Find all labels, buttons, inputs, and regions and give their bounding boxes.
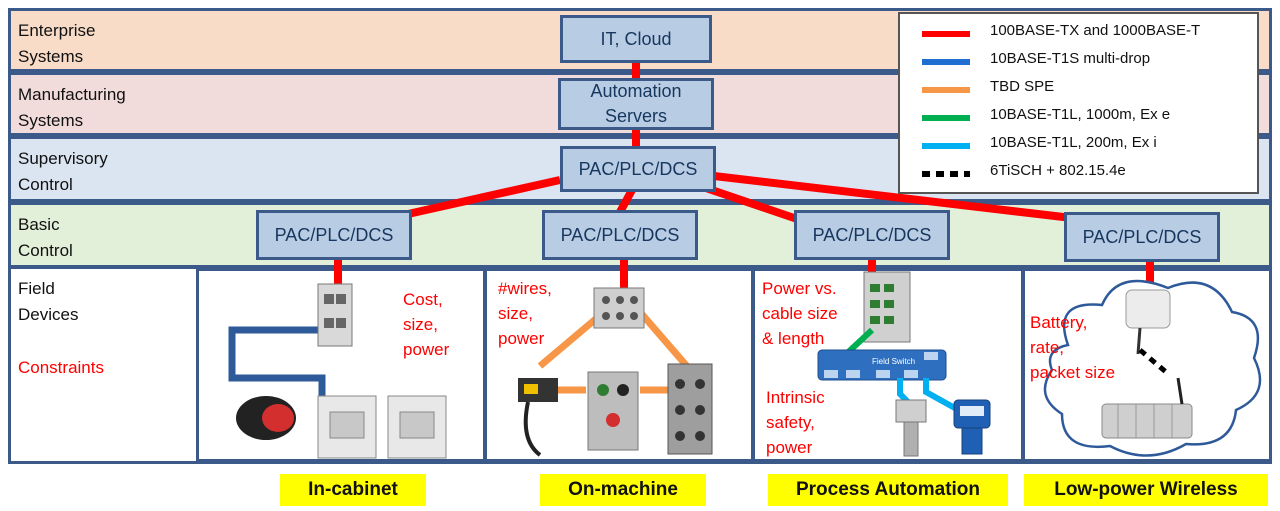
- basic-plc-node-2: PAC/PLC/DCS: [542, 210, 698, 260]
- legend-item: 10BASE-T1S multi-drop: [900, 47, 1257, 75]
- field-switch-icon: [817, 349, 947, 381]
- legend-label: 100BASE-TX and 1000BASE-T: [990, 22, 1201, 39]
- legend-label: 10BASE-T1L, 1000m, Ex e: [990, 106, 1171, 123]
- constraint-on-machine: #wires, size, power: [498, 279, 552, 348]
- link-supervisory-basic-4: [713, 172, 1073, 222]
- legend-swatch-6tisch: [922, 171, 970, 177]
- it-cloud-node: IT, Cloud: [560, 15, 712, 63]
- cabinet-switch-icon: [317, 283, 353, 347]
- pressure-transmitter-icon: [895, 399, 927, 457]
- legend-label: TBD SPE: [990, 78, 1055, 95]
- caption-low-power-wireless: Low-power Wireless: [1024, 474, 1268, 506]
- constraint-process-cable: Power vs. cable size & length: [762, 279, 838, 348]
- supervisory-plc-node: PAC/PLC/DCS: [560, 146, 716, 192]
- basic-plc-node-1: PAC/PLC/DCS: [256, 210, 412, 260]
- io-module-icon: [667, 363, 713, 455]
- legend-label: 10BASE-T1S multi-drop: [990, 50, 1151, 67]
- caption-in-cabinet: In-cabinet: [280, 474, 426, 506]
- wireless-node-icon: [1101, 377, 1193, 439]
- pushbutton-icon: [236, 396, 296, 440]
- legend-swatch-t1l-ex-e: [922, 115, 970, 121]
- control-station-icon: [587, 371, 639, 451]
- constraint-wireless: Battery, rate, packet size: [1030, 313, 1116, 382]
- legend-label: 6TiSCH + 802.15.4e: [990, 162, 1126, 179]
- legend-swatch-t1s: [922, 59, 970, 65]
- link-supervisory-basic-2: [616, 188, 636, 214]
- link-supervisory-basic-1: [407, 176, 561, 218]
- flow-meter-icon: [953, 399, 991, 455]
- wireless-gateway-icon: [1125, 289, 1171, 355]
- layer-label-manufacturing: Manufacturing Systems: [18, 85, 126, 130]
- legend-swatch-t1l-ex-i: [922, 143, 970, 149]
- tisch-link: [1138, 348, 1168, 374]
- caption-process-automation: Process Automation: [768, 474, 1008, 506]
- constraints-label: Constraints: [18, 358, 104, 377]
- legend-label: 10BASE-T1L, 200m, Ex i: [990, 134, 1157, 151]
- layer-label-enterprise: Enterprise Systems: [18, 21, 96, 66]
- layer-label-field-devices: Field Devices: [18, 279, 79, 324]
- legend-item: 100BASE-TX and 1000BASE-T: [900, 19, 1257, 47]
- legend-swatch-tbd-spe: [922, 87, 970, 93]
- t1s-multidrop-line: [228, 326, 326, 398]
- basic-plc-node-3: PAC/PLC/DCS: [794, 210, 950, 260]
- contactor-icons: [317, 395, 447, 459]
- wireless-cloud: [1043, 279, 1262, 457]
- constraint-in-cabinet: Cost, size, power: [403, 290, 450, 359]
- basic-plc-node-4: PAC/PLC/DCS: [1064, 212, 1220, 262]
- field-switch-label: Field Switch: [872, 357, 915, 366]
- constraint-process-safety: Intrinsic safety, power: [766, 388, 825, 457]
- automation-servers-node: Automation Servers: [558, 78, 714, 130]
- io-block-icon: [593, 287, 645, 329]
- caption-on-machine: On-machine: [540, 474, 706, 506]
- ethernet-links: [334, 62, 1154, 290]
- link-supervisory-basic-3: [698, 182, 802, 224]
- sensor-icon: [518, 378, 558, 457]
- legend-item: 10BASE-T1L, 200m, Ex i: [900, 131, 1257, 159]
- layer-label-basic-control: Basic Control: [18, 215, 73, 260]
- layer-label-supervisory: Supervisory Control: [18, 149, 108, 194]
- spe-lines: [537, 309, 695, 394]
- legend-item: TBD SPE: [900, 75, 1257, 103]
- legend-swatch-gigabit: [922, 31, 970, 37]
- legend-item: 6TiSCH + 802.15.4e: [900, 159, 1257, 187]
- legend-item: 10BASE-T1L, 1000m, Ex e: [900, 103, 1257, 131]
- legend: 100BASE-TX and 1000BASE-T 10BASE-T1S mul…: [898, 12, 1259, 194]
